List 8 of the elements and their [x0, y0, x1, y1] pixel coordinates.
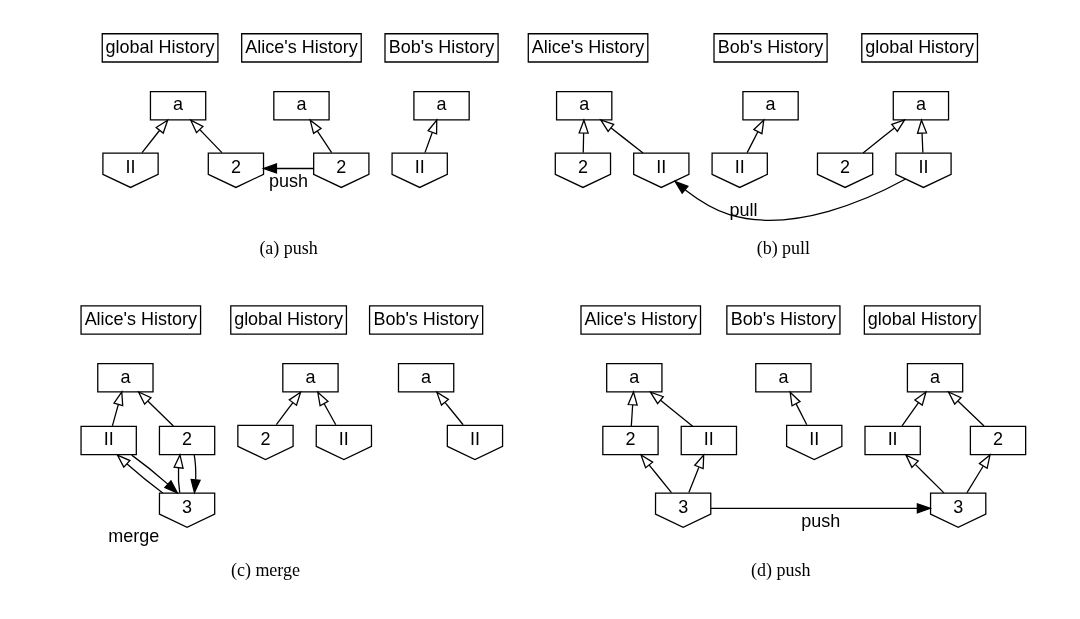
edge-label: push: [268, 170, 308, 191]
node-label: merge: [107, 525, 159, 546]
label: (c) merge: [230, 559, 300, 580]
label: (a) push: [258, 238, 318, 259]
edge-label: push: [800, 510, 840, 531]
edge-label: pull: [729, 200, 758, 221]
label: (d) push: [750, 559, 811, 580]
label: (b) pull: [756, 238, 810, 259]
